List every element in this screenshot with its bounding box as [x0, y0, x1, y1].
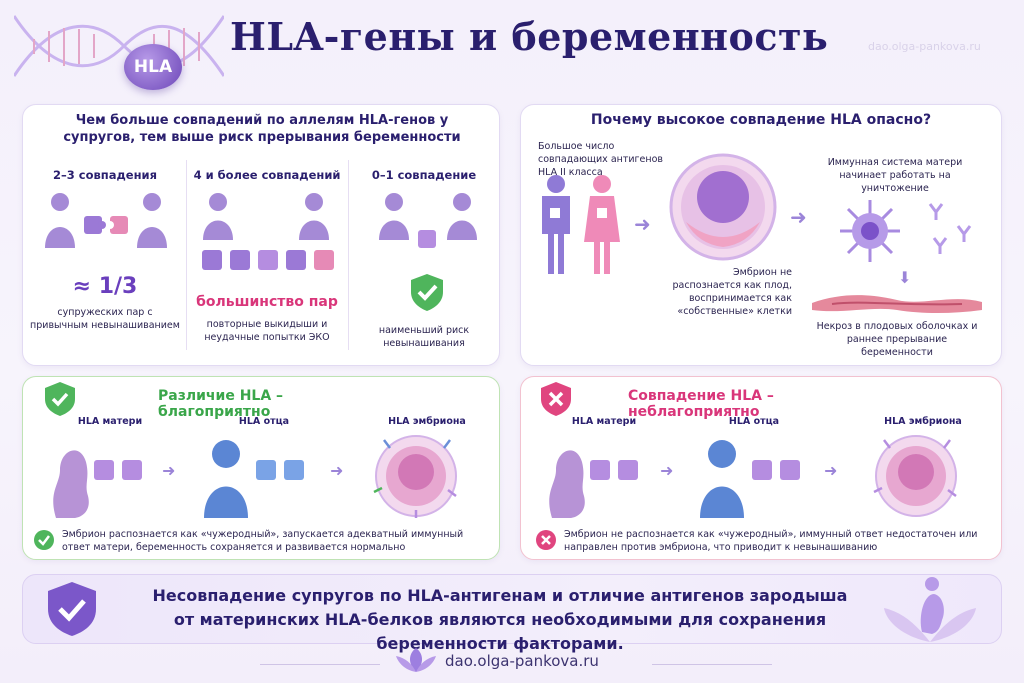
panel-good-note: Эмбрион распознается как «чужеродный», з…	[62, 529, 464, 553]
panel-bad-note: Эмбрион не распознается как «чужеродный»…	[564, 529, 978, 553]
conclusion-text: Несовпадение супругов по HLA-антигенам и…	[120, 584, 880, 656]
divider	[652, 664, 772, 665]
arrow-down-icon: ⬇	[898, 268, 912, 287]
couple-figures-icon	[542, 175, 620, 274]
hla-badge: HLA	[124, 44, 182, 90]
conclusion-line: от материнских HLA-белков являются необх…	[173, 610, 827, 653]
step-text: Иммунная система матери начинает работат…	[827, 157, 963, 194]
panel-bad-title: Совпадение HLA – неблагоприятно	[628, 388, 774, 420]
label-embryo: HLA эмбриона	[884, 416, 962, 427]
stat-caption: наименьший риск невынашивания	[378, 325, 470, 349]
conclusion-line: Несовпадение супругов по HLA-антигенам и…	[152, 586, 848, 605]
column-heading: 4 и более совпадений	[193, 168, 341, 182]
check-circle-icon	[34, 530, 54, 550]
dna-helix-icon	[14, 15, 224, 77]
stat-value: ≈ 1/3	[72, 274, 138, 299]
shield-check-icon	[411, 274, 443, 311]
lotus-pregnant-woman-icon	[884, 577, 976, 642]
arrow-icon: ➜	[790, 205, 807, 229]
site-link[interactable]: dao.olga-pankova.ru	[445, 652, 599, 670]
divider	[348, 160, 349, 350]
divider	[186, 160, 187, 350]
lotus-icon	[396, 648, 436, 672]
embryo-icon	[669, 153, 777, 261]
column-heading: 2–3 совпадения	[53, 168, 157, 182]
hla-inheritance-diagram: ➜ ➜	[53, 435, 457, 518]
page-title: HLA-гены и беременность	[230, 14, 829, 59]
stat-value: большинство пар	[196, 294, 338, 310]
step-text: Некроз в плодовых оболочках и раннее пре…	[816, 321, 978, 358]
couple-puzzle-icon	[202, 193, 334, 270]
label-father: HLA отца	[238, 416, 290, 427]
tissue-necrosis-icon	[812, 295, 982, 313]
couple-puzzle-icon	[45, 193, 167, 248]
divider	[260, 664, 380, 665]
label-mother: HLA матери	[571, 416, 637, 427]
label-embryo: HLA эмбриона	[388, 416, 466, 427]
label-mother: HLA матери	[77, 416, 143, 427]
label-father: HLA отца	[728, 416, 780, 427]
shield-check-icon	[48, 582, 96, 636]
svg-text:➜: ➜	[330, 461, 343, 480]
shield-check-icon	[45, 382, 75, 416]
svg-text:➜: ➜	[162, 461, 175, 480]
stat-caption: повторные выкидыши и неудачные попытки Э…	[204, 319, 330, 343]
panel-why-title: Почему высокое совпадение HLA опасно?	[590, 112, 932, 128]
hla-inheritance-diagram: ➜ ➜	[549, 435, 957, 518]
cross-circle-icon	[536, 530, 556, 550]
arrow-icon: ➜	[634, 212, 651, 236]
step-text: Большое число совпадающих антигенов HLA …	[538, 141, 664, 178]
svg-text:➜: ➜	[660, 461, 673, 480]
immune-cell-icon	[840, 200, 972, 262]
column-heading: 0–1 совпадение	[371, 168, 477, 182]
svg-text:➜: ➜	[824, 461, 837, 480]
panel-matches-title: Чем больше совпадений по аллелям HLA-ген…	[63, 113, 461, 145]
stat-caption: супружеских пар с привычным невынашивани…	[30, 307, 180, 331]
conclusion-box	[22, 574, 1002, 644]
shield-cross-icon	[541, 382, 571, 416]
watermark: dao.olga-pankova.ru	[868, 40, 981, 53]
panel-good-title: Различие HLA – благоприятно	[158, 388, 284, 420]
couple-puzzle-icon	[379, 193, 477, 248]
step-text: Эмбрион не распознается как плод, воспри…	[672, 267, 792, 317]
